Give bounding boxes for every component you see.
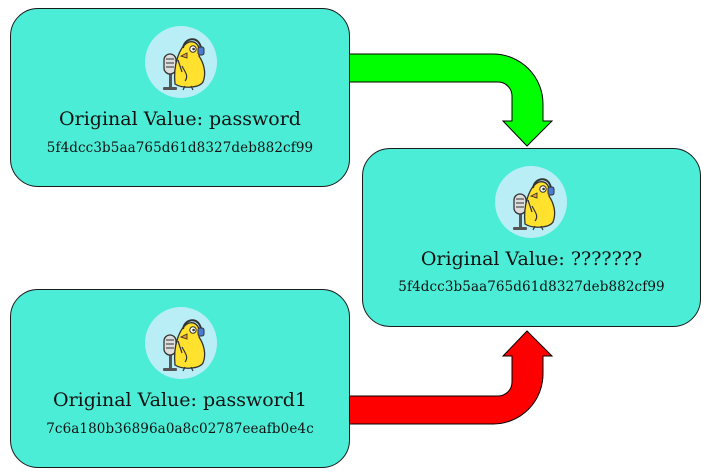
card-password: Original Value: password 5f4dcc3b5aa765d… <box>10 8 350 187</box>
original-value-label: Original Value: password1 <box>53 389 307 411</box>
green-curved-arrow <box>348 53 554 147</box>
red-curved-arrow <box>348 330 554 425</box>
card-unknown: Original Value: ??????? 5f4dcc3b5aa765d6… <box>362 148 701 327</box>
bird-with-headphones-and-microphone-icon <box>495 166 567 238</box>
hash-value: 5f4dcc3b5aa765d61d8327deb882cf99 <box>46 140 314 156</box>
bird-with-headphones-and-microphone-icon <box>145 26 217 98</box>
original-value-label: Original Value: password <box>59 108 301 130</box>
hash-value: 5f4dcc3b5aa765d61d8327deb882cf99 <box>398 279 665 295</box>
bird-with-headphones-and-microphone-icon <box>145 307 217 379</box>
card-password1: Original Value: password1 7c6a180b36896a… <box>10 289 350 468</box>
hash-value: 7c6a180b36896a0a8c02787eeafb0e4c <box>46 421 314 437</box>
original-value-label: Original Value: ??????? <box>420 248 643 270</box>
